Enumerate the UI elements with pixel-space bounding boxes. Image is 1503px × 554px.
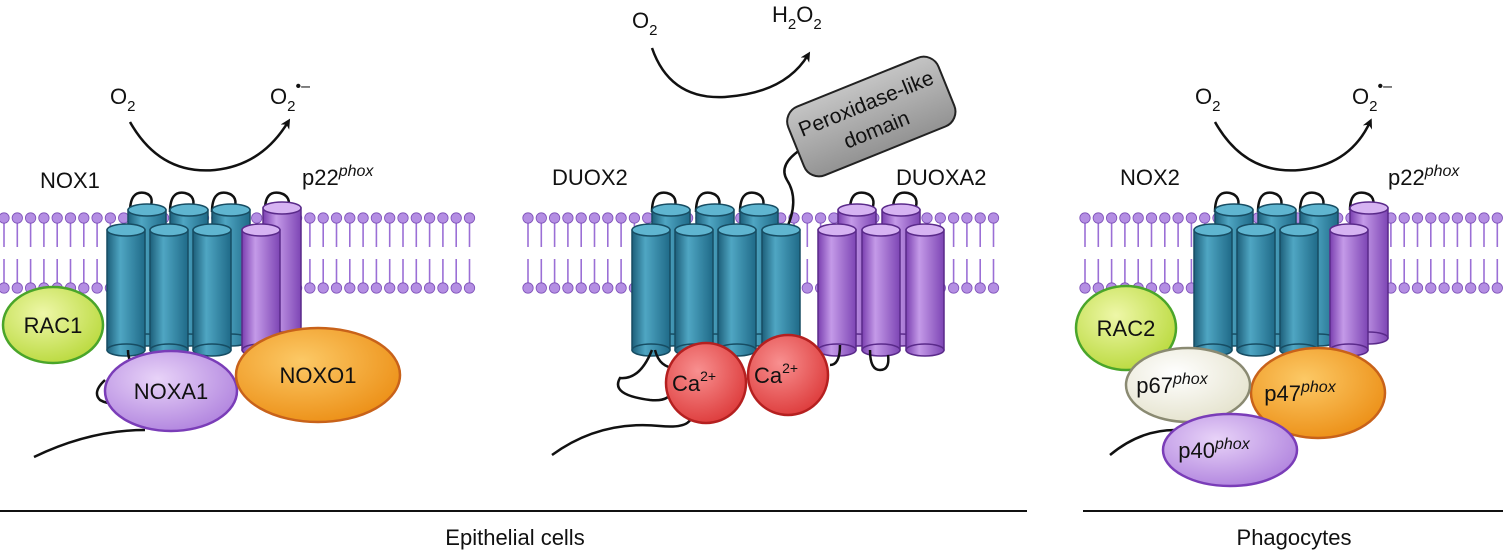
nox1-helix-front-2 (149, 223, 189, 357)
p67-sup: phox (1172, 371, 1209, 388)
peroxidase-domain: Peroxidase-like domain (786, 55, 957, 178)
svg-text:p40phox: p40phox (1178, 436, 1250, 463)
duox2-helix-front-2 (674, 223, 714, 357)
svg-text:Ca2+: Ca2+ (754, 360, 798, 388)
left-product: O (270, 84, 287, 109)
duoxa2-helix-front-2 (861, 223, 901, 357)
calcium-1-base: Ca (672, 371, 701, 396)
calcium-ion-1: Ca2+ (664, 341, 748, 425)
middle-product-h-sub: 2 (788, 16, 796, 33)
p40-protein: p40phox (1161, 412, 1299, 488)
calcium-1-sup: 2+ (700, 368, 716, 384)
middle-product-o-sub: 2 (813, 16, 821, 33)
p22-right-helix-front (1329, 223, 1369, 357)
nox2-helix-front-3 (1279, 223, 1319, 357)
nox2-loop-3 (1298, 191, 1325, 213)
left-product-sup: •– (295, 78, 310, 95)
right-reaction-labels: O2 O2•– (1195, 78, 1392, 115)
noxo1-protein: NOXO1 (234, 326, 402, 424)
p47-sup: phox (1300, 379, 1337, 396)
duoxa2-loop-2 (891, 191, 918, 211)
middle-substrate-sub: 2 (649, 22, 657, 39)
left-reaction-labels: O2 O2•– (110, 78, 310, 115)
phagocytes-label: Phagocytes (1237, 525, 1352, 550)
duoxa2-label: DUOXA2 (896, 165, 986, 190)
nox1-helix-front-3 (192, 223, 232, 357)
left-p22-label: p22phox (302, 163, 374, 190)
rac1-protein: RAC1 (1, 285, 105, 365)
calcium-2-base: Ca (754, 363, 783, 388)
nox1-helix-front-1 (106, 223, 146, 357)
right-product-sup: •– (1377, 78, 1392, 95)
noxo1-label: NOXO1 (279, 363, 356, 388)
right-substrate-sub: 2 (1212, 98, 1220, 115)
rac2-label: RAC2 (1097, 316, 1156, 341)
transmembrane-helices (106, 201, 1389, 357)
nox1-loop-1 (128, 191, 153, 213)
duox2-helix-front-3 (717, 223, 757, 357)
left-substrate-sub: 2 (127, 98, 135, 115)
svg-text:O2•–: O2•– (270, 78, 310, 115)
duoxa2-helix-front-3 (905, 223, 945, 357)
p67-base: p67 (1136, 373, 1173, 398)
right-p22-sup: phox (1424, 163, 1461, 180)
p40-base: p40 (1178, 438, 1215, 463)
right-product: O (1352, 84, 1369, 109)
extracellular-loops (128, 148, 1375, 231)
left-p22-sup: phox (338, 163, 375, 180)
rac1-label: RAC1 (24, 313, 83, 338)
p67-protein: p67phox (1124, 346, 1252, 424)
middle-product-o: O (796, 2, 813, 27)
nox2-loop-1 (1213, 191, 1240, 213)
rac2-protein: RAC2 (1074, 284, 1178, 372)
nox1-loop-2 (168, 191, 195, 213)
left-substrate: O (110, 84, 127, 109)
reaction-arrows (128, 47, 1372, 172)
p47-base: p47 (1264, 381, 1301, 406)
svg-text:O2: O2 (1195, 84, 1220, 115)
duoxa2-loop-1 (848, 191, 875, 211)
p40-sup: phox (1214, 436, 1251, 453)
nox2-loop-2 (1256, 191, 1283, 213)
left-reaction-arrow (128, 118, 291, 172)
nox2-helix-front-1 (1193, 223, 1233, 357)
middle-reaction-arrow (650, 47, 811, 99)
svg-text:p67phox: p67phox (1136, 371, 1208, 398)
middle-reaction-labels: O2 H2O2 (632, 2, 822, 39)
calcium-ion-2: Ca2+ (746, 333, 830, 417)
calcium-2-sup: 2+ (782, 360, 798, 376)
duox2-label: DUOX2 (552, 165, 628, 190)
svg-text:O2: O2 (632, 8, 657, 39)
noxa1-protein: NOXA1 (103, 349, 239, 433)
duox2-loop-2 (694, 191, 721, 213)
peroxidase-tether (783, 148, 801, 231)
nox2-helix-front-2 (1236, 223, 1276, 357)
p47-protein: p47phox (1249, 346, 1387, 440)
middle-product-h: H (772, 2, 788, 27)
duoxa2-helix-front-1 (817, 223, 857, 357)
right-p22-base: p22 (1388, 165, 1425, 190)
svg-text:p47phox: p47phox (1264, 379, 1336, 406)
nox1-label: NOX1 (40, 168, 100, 193)
duox2-loop-3 (738, 191, 765, 213)
right-p22-label: p22phox (1388, 163, 1460, 190)
right-reaction-arrow (1213, 118, 1372, 172)
right-product-sub: 2 (1369, 98, 1377, 115)
duox2-loop-1 (650, 191, 677, 213)
left-p22-base: p22 (302, 165, 339, 190)
noxa1-label: NOXA1 (134, 379, 209, 404)
right-substrate: O (1195, 84, 1212, 109)
svg-text:O2: O2 (110, 84, 135, 115)
svg-text:Ca2+: Ca2+ (672, 368, 716, 396)
nox2-label: NOX2 (1120, 165, 1180, 190)
epithelial-cells-label: Epithelial cells (445, 525, 584, 550)
svg-text:H2O2: H2O2 (772, 2, 822, 33)
middle-substrate: O (632, 8, 649, 33)
duox2-helix-front-1 (631, 223, 671, 357)
left-product-sub: 2 (287, 98, 295, 115)
svg-text:O2•–: O2•– (1352, 78, 1392, 115)
nox1-loop-3 (210, 191, 237, 213)
